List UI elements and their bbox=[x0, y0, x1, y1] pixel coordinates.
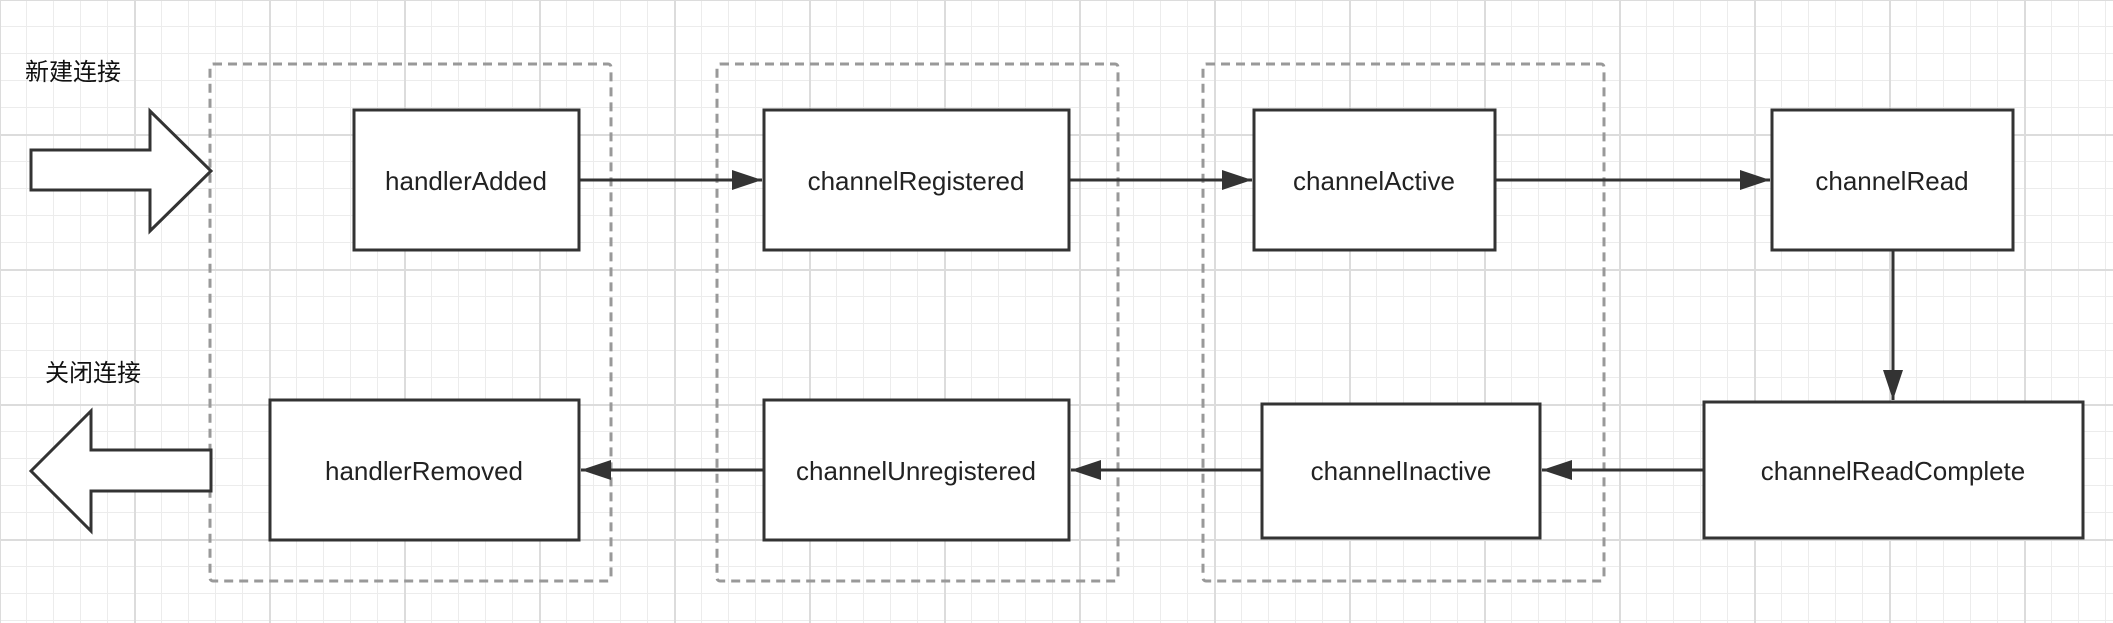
stage-group-handler bbox=[208, 62, 613, 583]
arrow-right-icon bbox=[29, 107, 214, 235]
node-label: channelRegistered bbox=[808, 166, 1025, 196]
node-channel-inactive: channelInactive bbox=[1260, 402, 1542, 540]
node-label: channelRead bbox=[1815, 166, 1968, 196]
node-channel-unregistered: channelUnregistered bbox=[762, 398, 1071, 542]
arrow-left-icon bbox=[28, 407, 213, 535]
new-connection-label: 新建连接 bbox=[25, 58, 121, 86]
node-label: handlerRemoved bbox=[325, 456, 523, 486]
node-label: handlerAdded bbox=[385, 166, 547, 196]
node-channel-read-complete: channelReadComplete bbox=[1702, 400, 2085, 540]
node-channel-registered: channelRegistered bbox=[762, 108, 1071, 252]
node-label: channelActive bbox=[1293, 166, 1455, 196]
node-handler-removed: handlerRemoved bbox=[268, 398, 581, 542]
node-channel-active: channelActive bbox=[1252, 108, 1497, 252]
node-channel-read: channelRead bbox=[1770, 108, 2015, 252]
node-label: channelUnregistered bbox=[796, 456, 1036, 486]
node-label: channelInactive bbox=[1311, 456, 1492, 486]
stage-group-registration bbox=[715, 62, 1120, 583]
node-label: channelReadComplete bbox=[1761, 456, 2026, 486]
node-handler-added: handlerAdded bbox=[352, 108, 581, 252]
close-connection-label: 关闭连接 bbox=[45, 359, 141, 387]
stage-group-activation bbox=[1201, 62, 1606, 583]
